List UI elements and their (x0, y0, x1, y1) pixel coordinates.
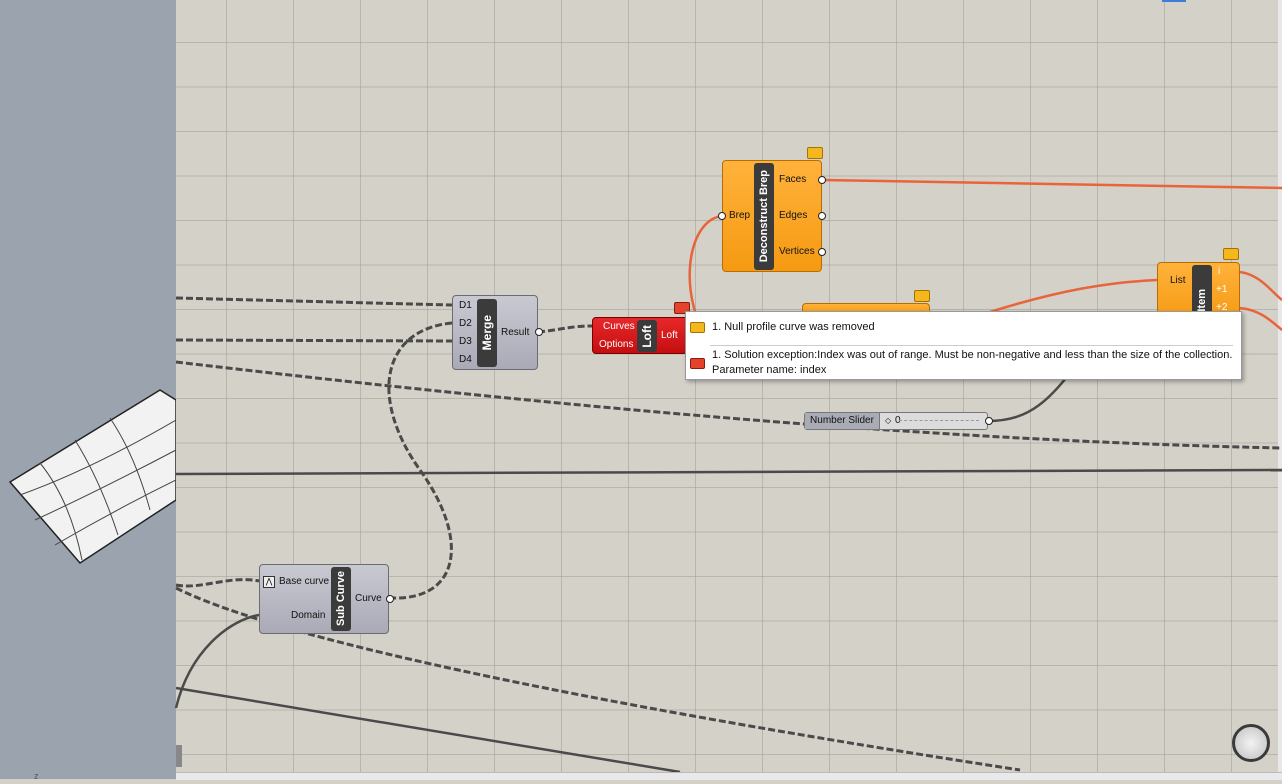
tooltip-error-text: 1. Solution exception:Index was out of r… (712, 349, 1233, 361)
graph-mapper-icon: ⋀ (263, 576, 275, 588)
error-tooltip: 1. Null profile curve was removed 1. Sol… (685, 311, 1242, 380)
merge-input-d3[interactable]: D3 (459, 336, 472, 347)
deconstruct-brep-output-faces[interactable]: Faces (779, 174, 807, 185)
deconstruct-brep-port-faces[interactable] (818, 176, 826, 184)
loft-input-curves[interactable]: Curves (603, 321, 635, 332)
status-bar (176, 772, 1282, 780)
error-icon (690, 358, 705, 369)
tooltip-divider (710, 345, 1233, 346)
loft-input-options[interactable]: Options (599, 339, 634, 350)
merge-port-out[interactable] (535, 328, 543, 336)
wire-loft-brep (688, 214, 723, 326)
loft-output[interactable]: Loft (661, 330, 678, 341)
merge-title: Merge (477, 299, 497, 367)
sub-curve-component[interactable]: ⋀ Sub Curve Base curve Domain Curve (259, 564, 394, 634)
list-item-input-list[interactable]: List (1170, 275, 1186, 286)
tooltip-error-param: Parameter name: index (712, 364, 827, 376)
wire-subcurve-base (175, 578, 260, 588)
loft-component[interactable]: Loft Curves Options Loft (592, 317, 688, 354)
sub-curve-title: Sub Curve (331, 567, 351, 631)
list-item-title: Item (1192, 265, 1212, 321)
number-slider[interactable]: Number Slider ◇ 0 (804, 412, 993, 430)
sub-curve-input-domain[interactable]: Domain (291, 610, 326, 621)
merge-output-result[interactable]: Result (501, 327, 530, 338)
deconstruct-brep-component[interactable]: Deconstruct Brep Brep Faces Edges Vertic… (718, 160, 826, 272)
deconstruct-brep-port-vertices[interactable] (818, 248, 826, 256)
list-item-output-plus1[interactable]: +1 (1216, 284, 1228, 295)
wire-list-out-2 (1239, 306, 1282, 331)
number-slider-track[interactable] (899, 420, 979, 423)
wire-to-list (989, 278, 1158, 314)
wire-long-1 (175, 360, 1282, 450)
wire-straight-top (175, 468, 1282, 476)
wire-merge-loft (537, 324, 593, 334)
wire-d1 (175, 296, 453, 307)
sub-curve-port-out[interactable] (386, 595, 394, 603)
surface-preview: z (8, 389, 177, 781)
warning-icon (690, 322, 705, 333)
wire-straight-bottom (175, 686, 681, 774)
canvas-accent (1162, 0, 1186, 2)
deconstruct-brep-warning-icon[interactable] (807, 147, 823, 159)
deconstruct-brep-input-brep[interactable]: Brep (729, 210, 751, 221)
number-slider-label: Number Slider (805, 413, 880, 429)
deconstruct-brep-title: Deconstruct Brep (754, 163, 774, 270)
slider-grip-icon[interactable]: ◇ (885, 416, 892, 425)
navigation-wheel-icon[interactable] (1232, 724, 1270, 762)
merge-input-d2[interactable]: D2 (459, 318, 472, 329)
wire-subcurve-out (175, 586, 1021, 772)
tooltip-warning-text: 1. Null profile curve was removed (712, 321, 875, 333)
deconstruct-brep-port-edges[interactable] (818, 212, 826, 220)
wire-domain (174, 613, 260, 709)
list-item-output-plus2[interactable]: +2 (1216, 302, 1228, 313)
number-slider-value: 0 (895, 415, 901, 426)
sub-curve-input-base-curve[interactable]: Base curve (279, 576, 330, 587)
merge-component[interactable]: Merge D1 D2 D3 D4 Result (452, 295, 543, 370)
deconstruct-brep-port-in[interactable] (718, 212, 726, 220)
wire-d3 (175, 338, 453, 343)
grasshopper-canvas[interactable] (176, 0, 1282, 772)
svg-text:z: z (34, 771, 39, 779)
loft-title: Loft (637, 320, 657, 352)
wire-faces (821, 178, 1282, 190)
rhino-viewport[interactable]: z (0, 0, 177, 781)
merge-input-d4[interactable]: D4 (459, 354, 472, 365)
canvas-right-edge (1278, 0, 1282, 772)
list-item-warning-icon[interactable] (1223, 248, 1239, 260)
number-slider-port-out[interactable] (985, 417, 993, 425)
deconstruct-brep-output-edges[interactable]: Edges (779, 210, 808, 221)
wire-d2 (387, 321, 453, 600)
deconstruct-brep-output-vertices[interactable]: Vertices (779, 246, 815, 257)
list-item-output-i[interactable]: i (1218, 266, 1221, 277)
merge-input-d1[interactable]: D1 (459, 300, 472, 311)
wire-list-out-1 (1239, 270, 1282, 301)
canvas-scrollbar[interactable] (176, 745, 182, 767)
hidden-component-warning-icon[interactable] (914, 290, 930, 302)
sub-curve-output-curve[interactable]: Curve (355, 593, 382, 604)
